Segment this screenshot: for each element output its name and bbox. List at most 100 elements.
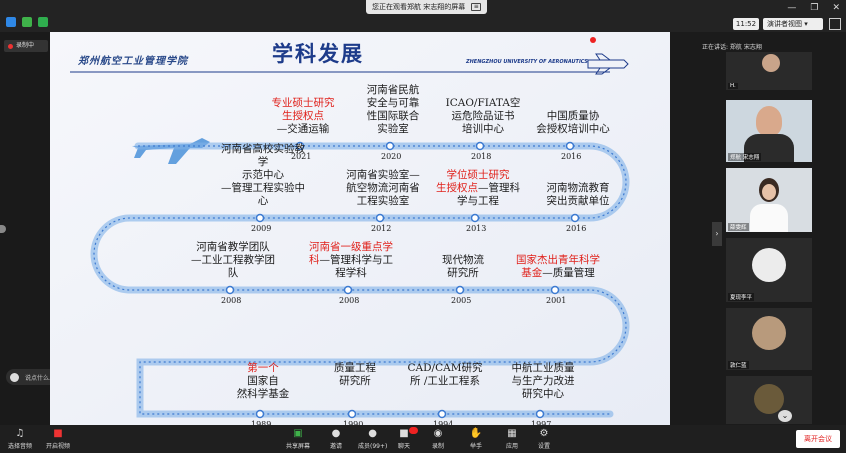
timeline-node [225, 285, 235, 295]
milestone-highlight: 生授权点 [436, 182, 478, 194]
milestone-segment: 航空物流河南省 [346, 182, 420, 194]
meeting-time: 11:52 [733, 18, 759, 30]
leave-meeting-button[interactable]: 离开会议 [796, 430, 840, 448]
participant-tile[interactable]: H. [726, 52, 812, 90]
milestone-line: 生授权点 [260, 110, 346, 123]
participant-tile[interactable]: 夏现李平 [726, 238, 812, 302]
milestone-line: 示范中心 [220, 169, 306, 182]
settings-button[interactable]: ⚙ 设置 [538, 428, 550, 450]
video-label: 开启视频 [46, 443, 71, 450]
milestone-year: 2008 [339, 296, 360, 305]
chat-label: 聊天 [398, 443, 411, 450]
timeline-node [347, 409, 357, 419]
milestone-line: 现代物流 [420, 254, 506, 267]
timeline-node [255, 409, 265, 419]
milestone-highlight: 第一个 [247, 362, 279, 374]
timeline-node [375, 213, 385, 223]
timeline-node [455, 285, 465, 295]
milestone-segment: 理科学与工程 [457, 182, 520, 207]
minimize-icon[interactable]: — [787, 3, 797, 13]
speaker-view-label: 演讲者视图 [767, 20, 802, 28]
milestone-segment: 工程实验室 [356, 195, 410, 207]
milestone-year: 2012 [371, 224, 392, 233]
members-button[interactable]: ● 成员(99+) [358, 428, 387, 450]
milestone-line: 河南物流教育 [535, 182, 621, 195]
participant-tile[interactable] [726, 376, 812, 424]
viewing-banner[interactable]: 您正在观看郑航 宋志翔的屏幕 ≡ [366, 0, 488, 14]
apps-label: 应用 [506, 443, 519, 450]
audio-button[interactable]: ♫ 选择音频 [8, 428, 32, 450]
close-icon[interactable]: ✕ [832, 3, 840, 13]
milestone-segment: 培训中心 [462, 123, 504, 135]
milestone-segment: 国家自 [247, 375, 279, 387]
milestone-segment: 河南省民航 [366, 84, 420, 96]
speaker-view-button[interactable]: 演讲者视图 ▾ [763, 18, 823, 30]
participant-tile[interactable]: 薛雯辉 [726, 168, 812, 232]
video-button[interactable]: ■ 开启视频 [46, 428, 70, 450]
members-icon: ● [368, 428, 378, 439]
milestone-text: 中航工业质量与生产力改进研究中心 [500, 362, 586, 401]
scroll-down-icon[interactable]: ⌄ [778, 410, 792, 422]
collapse-panel-icon[interactable]: › [712, 222, 722, 246]
participant-tile[interactable]: 郑航 宋志翔 [726, 100, 812, 162]
laser-dot-icon [590, 37, 596, 43]
milestone-text: CAD/CAM研究所 /工业工程系 [402, 362, 488, 388]
share-screen-button[interactable]: ▣ 共享屏幕 [286, 428, 310, 450]
settings-label: 设置 [538, 443, 551, 450]
milestone-text: 河南省民航安全与可靠性国际联合实验室 [350, 84, 436, 136]
milestone-segment: 然科学基金 [236, 388, 290, 400]
milestone-text: 中国质量协会授权培训中心 [530, 110, 616, 136]
chat-preview-text: 说点什么... [25, 374, 55, 382]
participant-tile[interactable]: 敦仁蓝 [726, 308, 812, 370]
restore-icon[interactable]: ❐ [810, 3, 819, 13]
invite-button[interactable]: ● 邀请 [330, 428, 342, 450]
record-button[interactable]: ◉ 录制 [432, 428, 444, 450]
recording-badge[interactable]: 录制中 [4, 40, 48, 52]
milestone-year: 2008 [221, 296, 242, 305]
raise-hand-label: 举手 [470, 443, 483, 450]
milestone-segment: 研究所 [447, 267, 479, 279]
milestone-segment: ICAO/FIATA空 [445, 97, 521, 109]
milestone-line: 突出贡献单位 [535, 195, 621, 208]
viewing-banner-text: 您正在观看郑航 宋志翔的屏幕 [372, 3, 466, 11]
milestone-segment: 管理科学与工程学科 [330, 254, 393, 279]
record-label: 录制 [432, 443, 445, 450]
avatar [756, 106, 782, 136]
avatar [762, 54, 780, 72]
milestone-segment: —管 [478, 182, 499, 194]
fullscreen-icon[interactable] [829, 18, 841, 30]
milestone-segment: 中心 [588, 123, 610, 135]
milestone-line: 研究所 [312, 375, 398, 388]
timeline-node [535, 409, 545, 419]
milestone-line: 运危险品证书 [440, 110, 526, 123]
avatar [752, 248, 786, 282]
shield-icon[interactable] [6, 17, 16, 27]
raise-hand-button[interactable]: ✋ 举手 [470, 428, 482, 450]
milestone-text: 河南物流教育突出贡献单位 [535, 182, 621, 208]
recording-dot-icon [8, 44, 13, 49]
chat-button[interactable]: ■ 聊天 [398, 428, 410, 450]
milestone-line: ICAO/FIATA空 [440, 97, 526, 110]
timeline-node [565, 141, 575, 151]
milestone-line: 研究所 [420, 267, 506, 280]
info-icon[interactable] [22, 17, 32, 27]
signal-icon[interactable] [38, 17, 48, 27]
participant-name: 敦仁蓝 [728, 361, 749, 369]
headphone-icon: ♫ [15, 428, 25, 439]
apps-button[interactable]: ▦ 应用 [506, 428, 518, 450]
avatar [762, 184, 776, 200]
timeline-graphic [50, 32, 670, 425]
milestone-line: 研究中心 [500, 388, 586, 401]
milestone-line: 国家杰出青年科学基金—质量管理 [515, 254, 601, 280]
left-strip [0, 32, 50, 425]
milestone-text: 第一个国家自然科学基金 [220, 362, 306, 401]
bottom-toolbar: ♫ 选择音频 ■ 开启视频 ▣ 共享屏幕 ● 邀请 ● 成员(99+) ■ 聊天… [0, 425, 846, 453]
side-handle-icon[interactable] [0, 225, 6, 233]
milestone-highlight: 生授权点 [282, 110, 324, 122]
milestone-segment: 与生产力改进 [511, 375, 575, 387]
milestone-line: CAD/CAM研究 [402, 362, 488, 375]
milestone-year: 2016 [561, 152, 582, 161]
milestone-segment: 中航工业质量 [511, 362, 575, 374]
banner-menu-icon[interactable]: ≡ [471, 3, 482, 11]
share-screen-label: 共享屏幕 [286, 443, 311, 450]
